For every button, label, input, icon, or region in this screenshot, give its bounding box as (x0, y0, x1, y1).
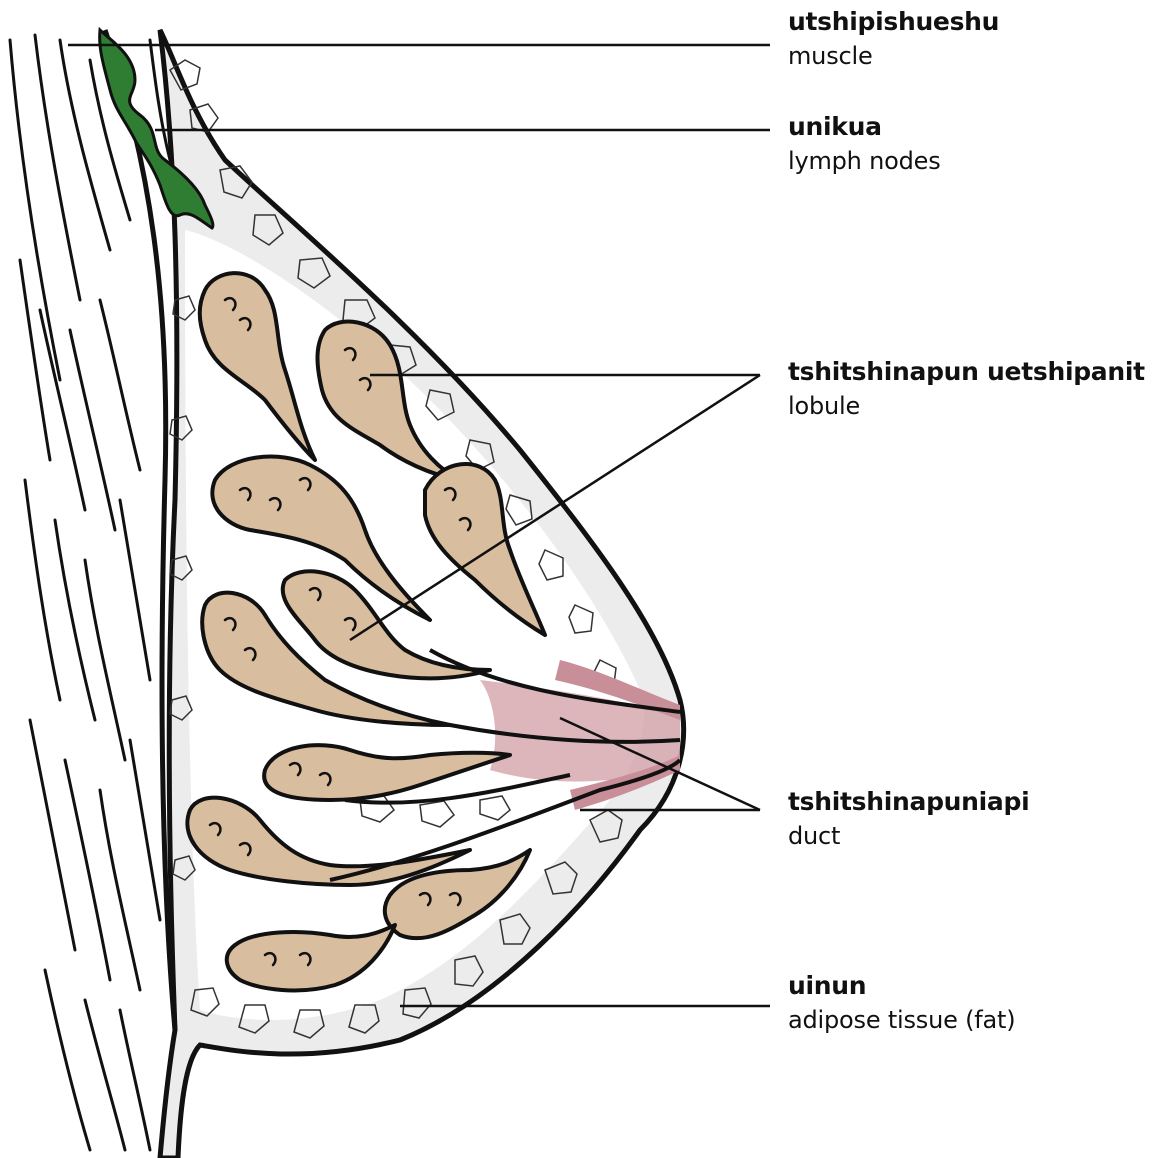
label-duct: tshitshinapuniapi duct (788, 786, 1029, 851)
label-lymph-nodes-term: unikua (788, 111, 941, 142)
label-adipose-term: uinun (788, 970, 1015, 1001)
label-muscle-gloss: muscle (788, 41, 999, 71)
label-muscle-term: utshipishueshu (788, 6, 999, 37)
label-lobule: tshitshinapun uetshipanit lobule (788, 356, 1145, 421)
label-muscle: utshipishueshu muscle (788, 6, 999, 71)
label-duct-term: tshitshinapuniapi (788, 786, 1029, 817)
label-lobule-gloss: lobule (788, 391, 1145, 421)
label-duct-gloss: duct (788, 821, 1029, 851)
label-adipose: uinun adipose tissue (fat) (788, 970, 1015, 1035)
label-lobule-term: tshitshinapun uetshipanit (788, 356, 1145, 387)
label-adipose-gloss: adipose tissue (fat) (788, 1005, 1015, 1035)
label-lymph-nodes: unikua lymph nodes (788, 111, 941, 176)
muscle-fibers (10, 35, 170, 1150)
label-lymph-nodes-gloss: lymph nodes (788, 146, 941, 176)
